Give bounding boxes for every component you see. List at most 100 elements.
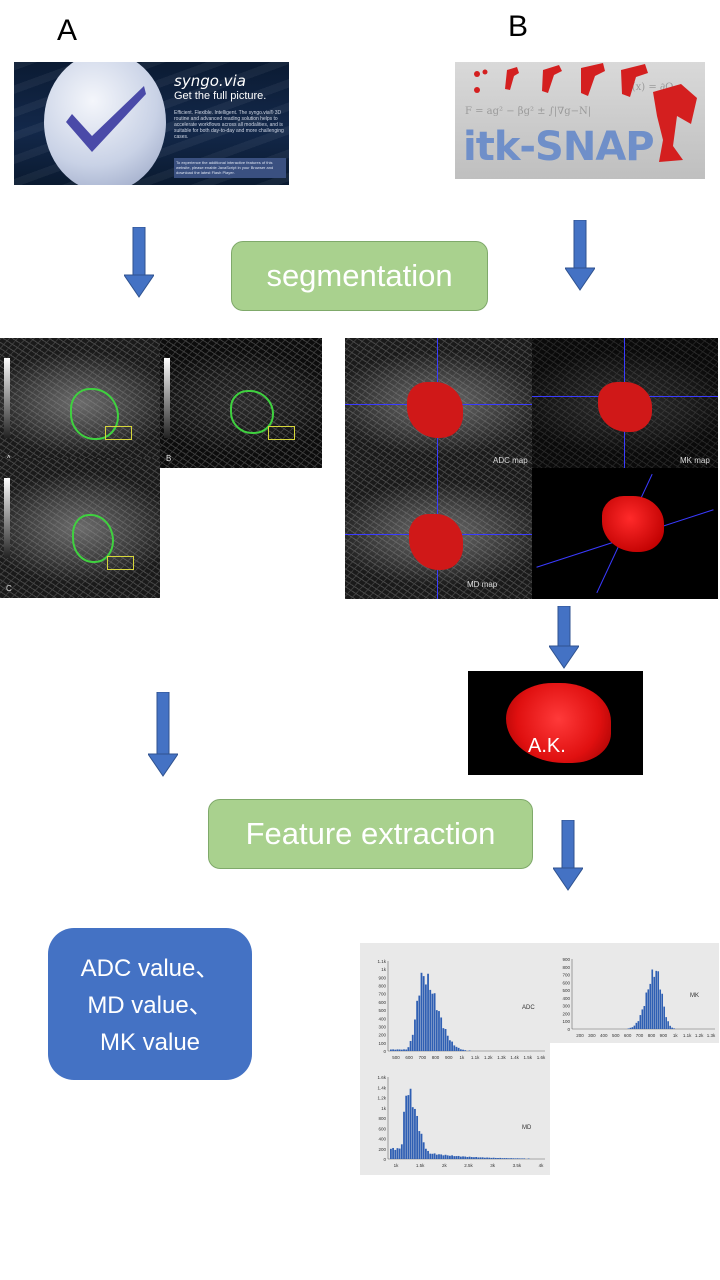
x-tick-label: 600 — [624, 1033, 632, 1038]
y-tick-label: 800 — [562, 965, 570, 970]
histogram-bar — [407, 1047, 410, 1051]
x-tick-label: 700 — [419, 1055, 427, 1060]
histogram-label: ADC — [522, 1005, 535, 1011]
histogram-bar — [396, 1148, 399, 1159]
x-tick-label: 500 — [392, 1055, 400, 1060]
histogram-bar — [453, 1156, 456, 1159]
x-tick-label: 1.4k — [510, 1055, 519, 1060]
histogram-bar — [667, 1021, 669, 1029]
red-shapes-icon — [474, 63, 697, 162]
histogram-bar — [633, 1025, 636, 1029]
x-tick-label: 800 — [432, 1055, 440, 1060]
y-tick-label: 900 — [562, 957, 570, 962]
y-tick-label: 200 — [378, 1147, 386, 1152]
histogram-bar — [657, 971, 660, 1029]
histogram-bar — [669, 1025, 671, 1029]
y-tick-label: 1.1k — [377, 959, 386, 964]
y-tick-label: 200 — [562, 1011, 570, 1016]
histogram-bar — [431, 1153, 434, 1159]
histogram-bar — [392, 1147, 394, 1159]
adc-value-text: ADC value、 — [80, 955, 220, 982]
y-tick-label: 800 — [378, 984, 386, 989]
values-box: ADC value、 MD value、 MK value — [48, 928, 252, 1080]
histogram-bar — [494, 1157, 497, 1159]
histogram-bar — [671, 1027, 673, 1029]
x-tick-label: 1.5k — [524, 1055, 533, 1060]
syngo-body: Efficient. Flexible. Intelligent. The sy… — [174, 110, 284, 140]
x-tick-label: 3.5k — [513, 1163, 522, 1168]
histogram-bar — [516, 1158, 519, 1159]
histogram-bar — [394, 1049, 397, 1051]
histogram-bar — [649, 983, 652, 1029]
syngo-tagline: Get the full picture. — [174, 90, 267, 102]
histogram-bar — [508, 1158, 510, 1159]
histogram-bar — [442, 1028, 445, 1051]
histogram-bar — [523, 1158, 526, 1159]
y-tick-label: 1k — [381, 967, 387, 972]
histogram-bar — [468, 1156, 471, 1159]
histogram-bar — [438, 1011, 440, 1051]
x-tick-label: 400 — [600, 1033, 608, 1038]
x-tick-label: 900 — [445, 1055, 453, 1060]
histogram-bar — [510, 1158, 513, 1159]
x-tick-label: 1k — [673, 1033, 679, 1038]
histogram-bar — [424, 984, 427, 1051]
x-tick-label: 1k — [394, 1163, 400, 1168]
histogram-bar — [440, 1017, 443, 1051]
md-value-text: MD value、 — [87, 992, 213, 1019]
histogram-bar — [453, 1045, 456, 1051]
histogram-bar — [422, 976, 425, 1051]
x-tick-label: 600 — [405, 1055, 413, 1060]
histogram-bar — [394, 1149, 397, 1159]
x-tick-label: 1.2k — [484, 1055, 493, 1060]
syngo-note: To experience the additional interactive… — [174, 158, 286, 178]
histogram-bar — [464, 1156, 467, 1159]
histogram-bar — [651, 969, 654, 1029]
x-tick-label: 1.3k — [497, 1055, 506, 1060]
histogram-bar — [444, 1029, 447, 1051]
histogram-bar — [627, 1028, 630, 1029]
y-tick-label: 600 — [378, 1000, 386, 1005]
histogram-bar — [420, 1133, 423, 1159]
histogram-bar — [433, 993, 436, 1051]
histogram-bar — [457, 1155, 460, 1159]
histogram-bar — [505, 1158, 508, 1159]
histogram-bar — [398, 1049, 401, 1051]
y-tick-label: 1.6k — [377, 1075, 386, 1080]
y-tick-label: 0 — [383, 1049, 386, 1054]
histogram-bar — [673, 1028, 675, 1029]
y-tick-label: 100 — [562, 1019, 570, 1024]
segmentation-box: segmentation — [231, 241, 488, 311]
histogram-bar — [424, 1148, 427, 1159]
histogram-bar — [390, 1049, 392, 1051]
y-tick-label: 700 — [378, 992, 386, 997]
histogram-bar — [429, 989, 432, 1051]
histogram-bar — [414, 1019, 416, 1051]
histogram-bar — [429, 1153, 432, 1159]
itk-snap-logo: F = ag² − βg² ± ∫|∇g−N| P(x) = ∂Ω ∂Ω = F… — [455, 62, 705, 179]
histogram-bar — [396, 1049, 399, 1051]
histogram-bar — [637, 1021, 640, 1029]
histogram-bar — [416, 1000, 419, 1051]
histogram-bar — [431, 993, 434, 1051]
y-tick-label: 500 — [562, 988, 570, 993]
arrow-down-icon — [565, 220, 595, 291]
mri-panel-a: A — [0, 338, 160, 468]
histogram-bar — [459, 1156, 462, 1159]
x-tick-label: 2k — [442, 1163, 448, 1168]
y-tick-label: 900 — [378, 975, 386, 980]
histogram-bar — [490, 1157, 493, 1159]
histogram-bar — [635, 1022, 638, 1029]
histogram-bar — [422, 1142, 425, 1159]
histogram-bar — [438, 1154, 440, 1159]
histogram-label: MD — [522, 1125, 532, 1131]
x-tick-label: 4k — [539, 1163, 545, 1168]
histogram-bar — [411, 1034, 414, 1051]
histogram-bar — [497, 1158, 499, 1159]
y-tick-label: 1.2k — [377, 1096, 386, 1101]
histogram-bar — [400, 1144, 403, 1159]
histogram-bar — [435, 1154, 438, 1159]
histogram-bar — [451, 1041, 453, 1051]
mri-panel-c: C — [0, 458, 160, 598]
